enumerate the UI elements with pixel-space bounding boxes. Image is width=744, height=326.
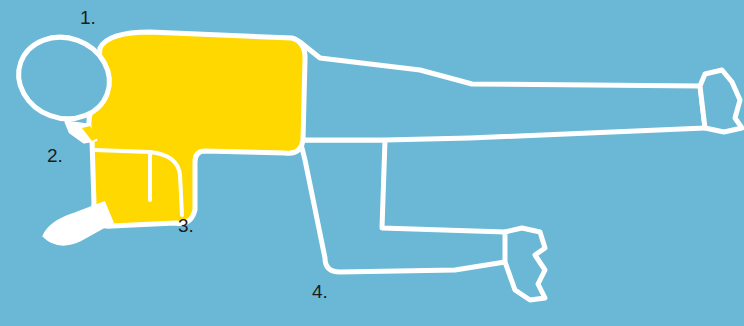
callout-number: 2. — [47, 146, 63, 165]
sleeve-cuff — [82, 126, 98, 141]
hand — [44, 203, 112, 244]
bent-leg — [300, 140, 512, 272]
straight-leg — [300, 42, 705, 140]
torso — [89, 32, 305, 226]
head — [7, 25, 121, 132]
shoe — [505, 228, 545, 300]
callout-number: 1. — [80, 8, 96, 27]
arm-outline — [95, 150, 182, 215]
callout-number: 4. — [312, 282, 328, 301]
callout-number: 3. — [178, 216, 194, 235]
shoe — [700, 70, 742, 132]
